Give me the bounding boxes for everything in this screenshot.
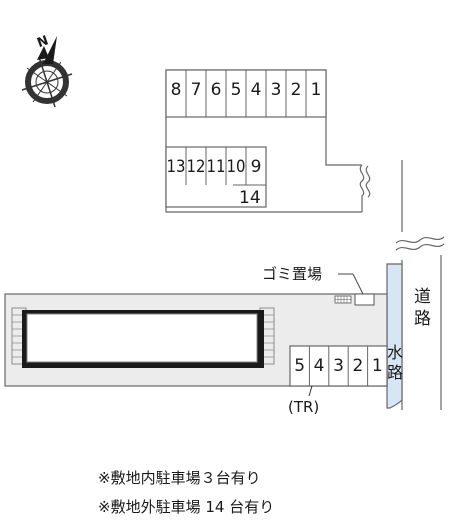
compass-north-label: N: [35, 33, 50, 51]
parking-space-3: 3: [271, 80, 282, 100]
parking-space-2: 2: [352, 356, 363, 376]
note-offsite-parking: ※敷地外駐車場 14 台有り: [98, 498, 275, 516]
parking-space-14: 14: [239, 188, 261, 208]
parking-space-1: 1: [311, 80, 322, 100]
parking-space-8: 8: [171, 80, 182, 100]
parking-space-12: 12: [187, 157, 206, 177]
waterway-label-2: 路: [387, 363, 403, 382]
parking-space-10: 10: [227, 157, 246, 177]
parking-space-1: 1: [372, 356, 383, 376]
parking-space-5: 5: [231, 80, 242, 100]
parking-space-13: 13: [167, 157, 186, 177]
parking-block-onsite: [289, 345, 388, 387]
parking-space-4: 4: [314, 356, 325, 376]
garbage-grate-pattern: [335, 296, 351, 303]
parking-space-5: 5: [294, 356, 305, 376]
garbage-box: [354, 293, 375, 306]
parking-space-2: 2: [291, 80, 302, 100]
parking-space-9: 9: [251, 157, 262, 177]
road-label-1: 道: [414, 287, 431, 307]
building: [11, 307, 275, 368]
compass-rose-icon: [21, 36, 73, 108]
waterway-label-1: 水: [387, 343, 403, 362]
road: [395, 160, 445, 410]
parking-block-middle: [165, 146, 267, 208]
parking-space-7: 7: [191, 80, 202, 100]
waterway: [386, 263, 403, 409]
garbage-label: ゴミ置場: [262, 265, 322, 283]
road-label-2: 路: [414, 309, 431, 329]
parking-space-6: 6: [211, 80, 222, 100]
parking-space-4: 4: [251, 80, 262, 100]
tr-label: (TR): [288, 398, 319, 416]
note-onsite-parking: ※敷地内駐車場３台有り: [98, 469, 261, 487]
parking-space-11: 11: [207, 157, 226, 177]
parking-space-3: 3: [333, 356, 344, 376]
